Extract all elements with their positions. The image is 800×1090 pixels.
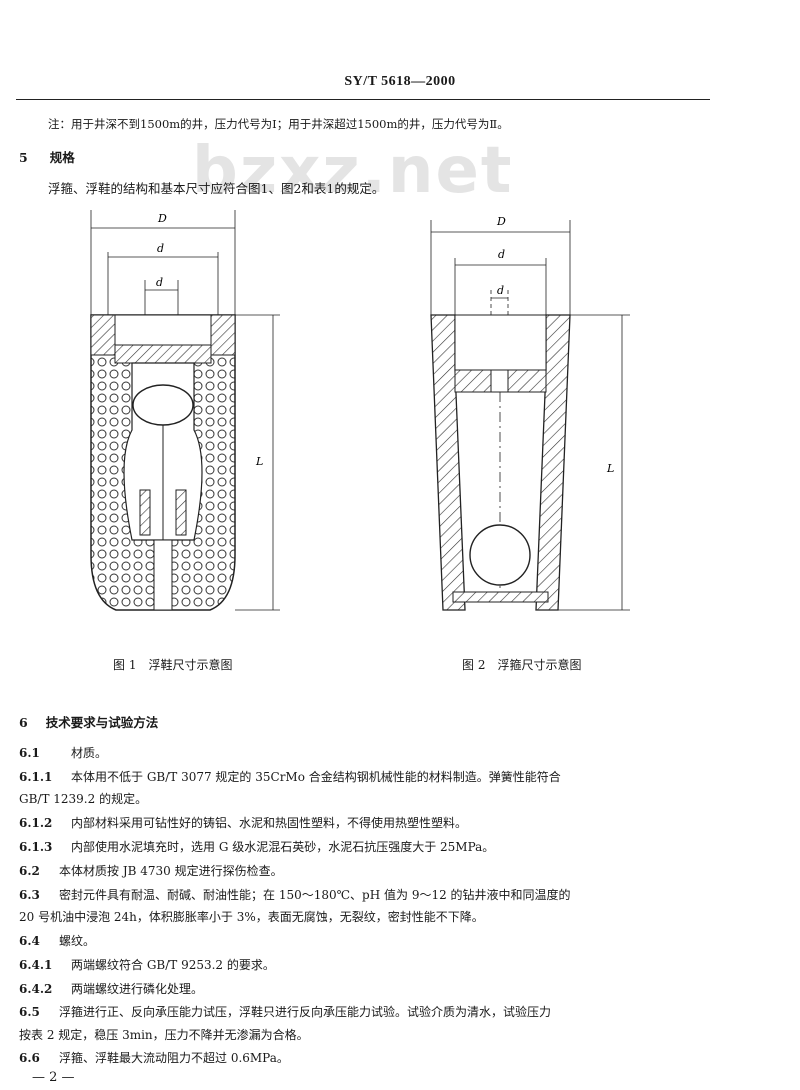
section-5-heading: 5 规格 bbox=[19, 147, 75, 166]
section-6-number: 6 bbox=[19, 715, 28, 730]
figure-2-caption: 图 2 浮箍尺寸示意图 bbox=[462, 658, 582, 672]
figure-1-caption: 图 1 浮鞋尺寸示意图 bbox=[113, 658, 233, 672]
fig1-dim-d-outer: d bbox=[157, 242, 164, 255]
section-6-heading: 6 技术要求与试验方法 bbox=[19, 712, 158, 731]
header-rule bbox=[16, 99, 710, 100]
section-5-body: 浮箍、浮鞋的结构和基本尺寸应符合图1、图2和表1的规定。 bbox=[48, 181, 385, 196]
fig1-dim-L: L bbox=[255, 455, 263, 468]
figure-2-float-collar-diagram: D d d L bbox=[430, 215, 630, 611]
list-item: 按表 2 规定，稳压 3min，压力不降并无渗漏为合格。 bbox=[19, 1028, 309, 1042]
section-6-title: 技术要求与试验方法 bbox=[45, 715, 159, 730]
watermark: bzxz.net bbox=[192, 134, 514, 208]
fig2-dim-d-outer: d bbox=[498, 248, 505, 261]
fig2-dim-L: L bbox=[606, 462, 614, 475]
section-5-number: 5 bbox=[19, 150, 28, 165]
list-item: GB/T 1239.2 的规定。 bbox=[19, 792, 148, 806]
fig1-dim-D: D bbox=[157, 212, 167, 225]
standard-number-header: SY/T 5618—2000 bbox=[344, 74, 456, 89]
page-number: — 2 — bbox=[32, 1070, 75, 1085]
fig2-dim-D: D bbox=[496, 215, 506, 228]
section-5-title: 规格 bbox=[49, 150, 75, 165]
pressure-code-note: 注：用于井深不到1500m的井，压力代号为Ⅰ；用于井深超过1500m的井，压力代… bbox=[48, 117, 509, 131]
figure-1-float-shoe-diagram: D d d L bbox=[90, 210, 280, 611]
fig2-dim-d-inner: d bbox=[497, 284, 504, 297]
fig1-dim-d-inner: d bbox=[156, 276, 163, 289]
list-item: 20 号机油中浸泡 24h，体积膨胀率小于 3%，表面无腐蚀，无裂纹，密封性能不… bbox=[19, 910, 484, 924]
